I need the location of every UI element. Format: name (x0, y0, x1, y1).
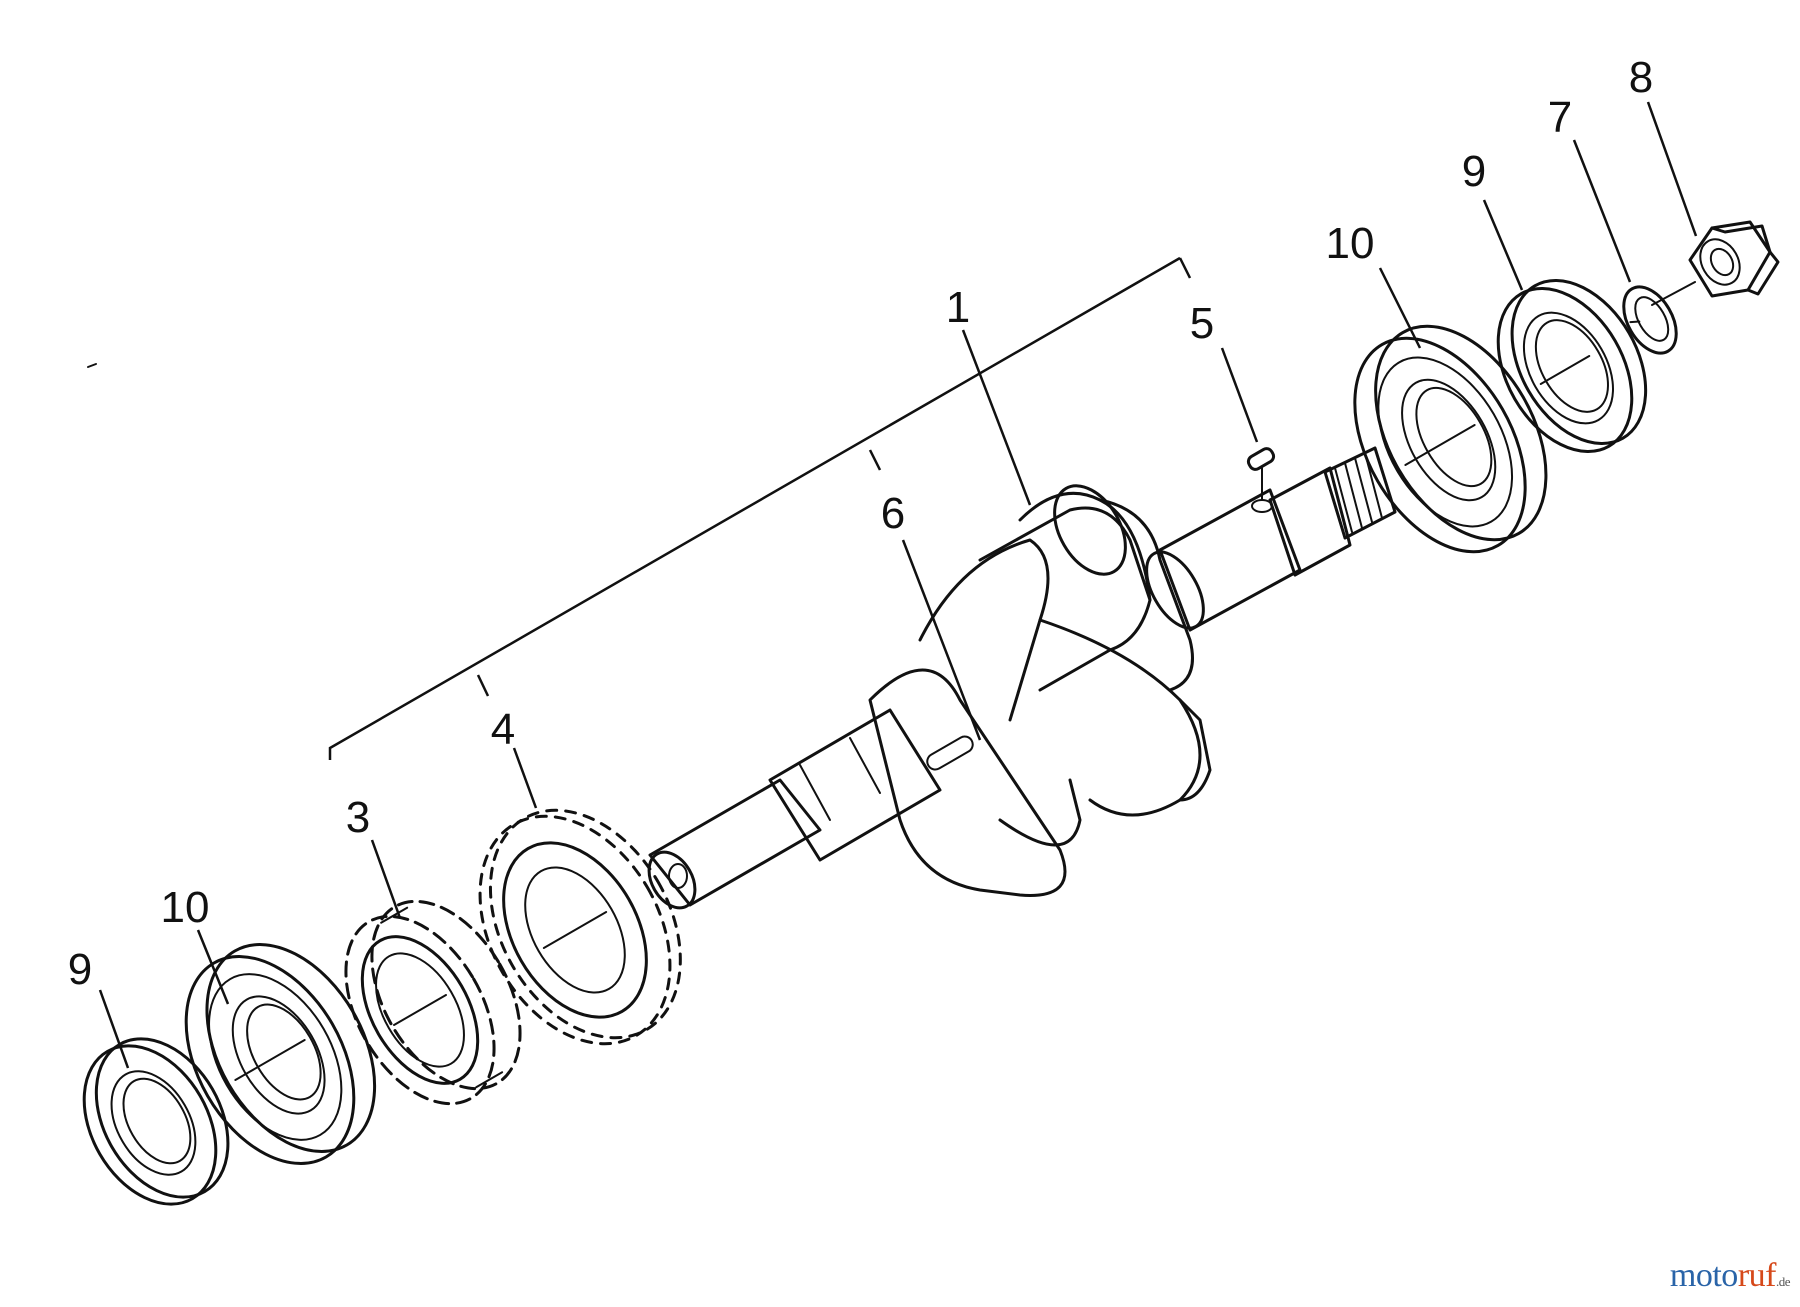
part-label-10-left: 10 (161, 883, 210, 932)
part-label-5: 5 (1190, 299, 1214, 348)
watermark-text-c: .de (1775, 1274, 1791, 1289)
watermark-text-a: moto (1669, 1257, 1738, 1294)
hex-nut (1651, 220, 1780, 306)
crankshaft (647, 446, 1397, 910)
part-label-7: 7 (1548, 93, 1572, 142)
oil-seal-right (1496, 278, 1648, 454)
callout-leaders (98, 101, 1698, 1069)
assembly-bracket (328, 256, 1192, 760)
part-label-4: 4 (491, 705, 515, 754)
ball-bearing-left (184, 943, 377, 1165)
woodruff-key (1246, 447, 1276, 501)
part-label-3: 3 (346, 793, 370, 842)
part-label-9-left: 9 (68, 945, 92, 994)
ball-bearing-right (1353, 324, 1548, 554)
part-label-10-right: 10 (1326, 219, 1375, 268)
spur-gear (478, 808, 682, 1046)
part-label-6: 6 (881, 489, 905, 538)
lock-washer (1622, 285, 1678, 355)
helical-gear (344, 899, 522, 1106)
stray-mark (87, 363, 97, 368)
oil-seal-left (82, 1037, 230, 1206)
part-label-8: 8 (1629, 53, 1653, 102)
part-labels: 1 3 4 5 6 7 8 9 9 10 10 (68, 53, 1653, 994)
part-label-9-right: 9 (1462, 147, 1486, 196)
watermark-text-b: ruf (1737, 1257, 1777, 1294)
watermark-logo: motoruf.de (1669, 1257, 1791, 1295)
part-label-1: 1 (946, 283, 970, 332)
